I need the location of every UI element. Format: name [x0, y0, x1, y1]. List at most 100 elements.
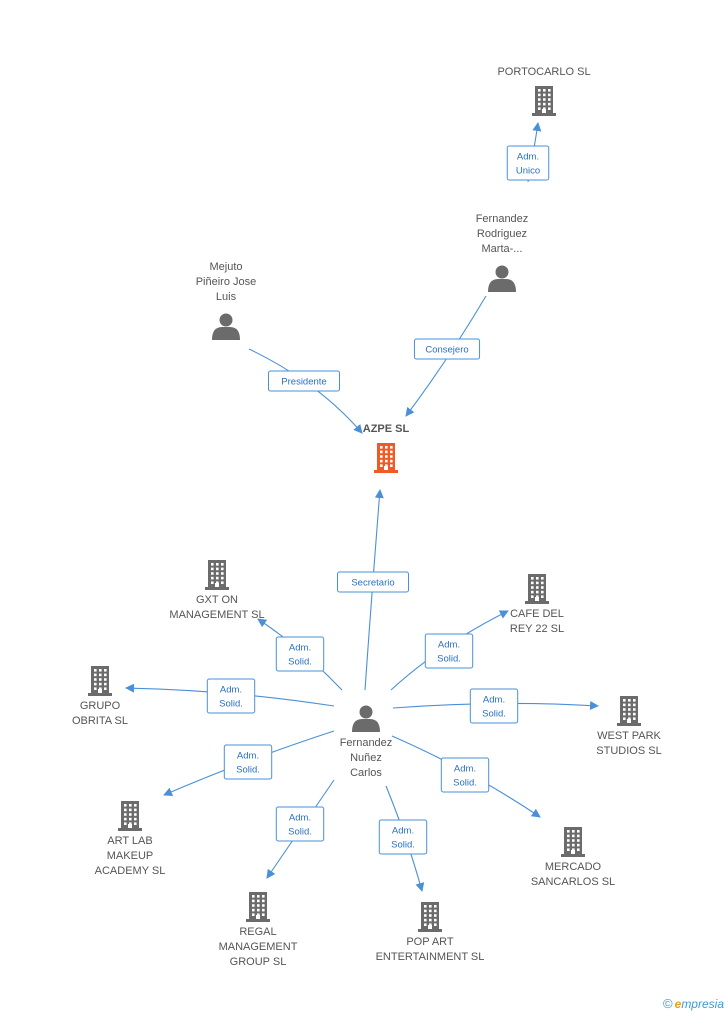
edge-label-box: [506, 145, 550, 181]
node-regal[interactable]: REGAL MANAGEMENT GROUP SL: [219, 892, 298, 968]
node-label[interactable]: SANCARLOS SL: [531, 876, 615, 888]
node-label[interactable]: CAFE DEL: [510, 608, 564, 620]
logo-text: mpresia: [681, 996, 724, 1011]
node-label[interactable]: ENTERTAINMENT SL: [376, 951, 485, 963]
node-label[interactable]: PORTOCARLO SL: [497, 66, 590, 78]
edge-label-text: Solid.: [288, 827, 312, 838]
building-icon[interactable]: [525, 574, 549, 604]
node-label[interactable]: ART LAB: [107, 835, 152, 847]
edge-label-text: Adm.: [454, 764, 476, 775]
edge-role-label[interactable]: Adm. Solid.: [275, 636, 325, 672]
edge-role-label[interactable]: Secretario: [337, 571, 409, 593]
node-label[interactable]: GXT ON: [196, 594, 238, 606]
edge-label-text: Adm.: [289, 643, 311, 654]
node-label[interactable]: Piñeiro Jose: [196, 276, 257, 288]
edge-label-text: Consejero: [425, 345, 468, 356]
node-label[interactable]: Marta-...: [482, 243, 523, 255]
logo-letter: e: [674, 996, 682, 1011]
node-mercado[interactable]: MERCADO SANCARLOS SL: [531, 827, 615, 888]
node-label[interactable]: Fernandez: [340, 737, 393, 749]
node-label[interactable]: MERCADO: [545, 861, 602, 873]
building-icon[interactable]: [561, 827, 585, 857]
building-icon[interactable]: [118, 801, 142, 831]
node-label[interactable]: MANAGEMENT SL: [169, 609, 264, 621]
node-gxt[interactable]: GXT ON MANAGEMENT SL: [169, 560, 265, 621]
node-label[interactable]: Rodriguez: [477, 228, 527, 240]
edge-role-label[interactable]: Adm. Solid.: [378, 819, 428, 855]
edge-label-text: Solid.: [288, 657, 312, 668]
edge-label-box: [268, 370, 340, 392]
edge-role-label[interactable]: Adm. Solid.: [424, 633, 474, 669]
node-westpark[interactable]: WEST PARK STUDIOS SL: [596, 696, 662, 757]
node-label[interactable]: REY 22 SL: [510, 623, 564, 635]
edge-label-box: [223, 744, 273, 780]
edge-label-text: Adm.: [438, 640, 460, 651]
edge-label-text: Solid.: [453, 778, 477, 789]
edge-label-box: [413, 338, 481, 360]
node-label[interactable]: REGAL: [239, 926, 276, 938]
edge-label-text: Adm.: [237, 751, 259, 762]
node-grupo[interactable]: GRUPO OBRITA SL: [72, 666, 128, 727]
building-icon[interactable]: [88, 666, 112, 696]
node-cafe[interactable]: CAFE DEL REY 22 SL: [510, 574, 564, 635]
edge-role-label[interactable]: Adm. Solid.: [440, 757, 490, 793]
node-label[interactable]: WEST PARK: [597, 730, 661, 742]
building-icon[interactable]: [617, 696, 641, 726]
building-icon[interactable]: [205, 560, 229, 590]
node-portocarlo[interactable]: PORTOCARLO SL: [497, 66, 591, 116]
edge-role-label[interactable]: Adm.Solid.: [223, 744, 273, 780]
node-label[interactable]: MAKEUP: [107, 850, 153, 862]
empresia-watermark: © empresia: [663, 996, 724, 1011]
edge-label-box: [378, 819, 428, 855]
copyright-symbol: ©: [663, 996, 673, 1011]
building-icon[interactable]: [418, 902, 442, 932]
node-fernandez-rodriguez[interactable]: FernandezRodriguezMarta-...: [476, 213, 529, 292]
node-label[interactable]: GROUP SL: [230, 956, 287, 968]
node-label[interactable]: ACADEMY SL: [95, 865, 166, 877]
edge-label-box: [469, 688, 519, 724]
edge-role-label[interactable]: Presidente: [268, 370, 340, 392]
edge-label-text: Solid.: [391, 840, 415, 851]
node-label[interactable]: GRUPO: [80, 700, 121, 712]
node-label[interactable]: Nuñez: [350, 752, 382, 764]
node-label[interactable]: AZPE SL: [363, 423, 410, 435]
edge-label-box: [337, 571, 409, 593]
edge-role-label[interactable]: Consejero: [413, 338, 481, 360]
person-icon[interactable]: [488, 265, 516, 293]
node-label[interactable]: Luis: [216, 291, 237, 303]
node-label[interactable]: Mejuto: [209, 261, 242, 273]
node-label[interactable]: Carlos: [350, 767, 382, 779]
edge-label-text: Adm.: [392, 826, 414, 837]
edge-label-text: Solid.: [482, 709, 506, 720]
edge-label-text: Adm.: [483, 695, 505, 706]
person-icon[interactable]: [352, 705, 380, 733]
node-popart[interactable]: POP ART ENTERTAINMENT SL: [376, 902, 485, 963]
person-icon[interactable]: [212, 313, 240, 341]
building-icon[interactable]: [246, 892, 270, 922]
node-label[interactable]: MANAGEMENT: [219, 941, 298, 953]
edge-label-text: Solid.: [219, 699, 243, 710]
edge-role-label[interactable]: Adm.Unico: [506, 145, 550, 181]
edge-role-label[interactable]: Adm. Solid.: [469, 688, 519, 724]
edge-labels-layer: Adm.UnicoConsejeroPresidenteSecretarioAd…: [206, 145, 550, 855]
node-label[interactable]: POP ART: [406, 936, 454, 948]
edge-label-box: [275, 636, 325, 672]
edge-role-label[interactable]: Adm. Solid.: [275, 806, 325, 842]
building-icon[interactable]: [374, 443, 398, 473]
building-icon[interactable]: [532, 86, 556, 116]
edge-label-text: Solid.: [437, 654, 461, 665]
edge-label-box: [206, 678, 256, 714]
node-artlab[interactable]: ART LAB MAKEUP ACADEMY SL: [95, 801, 166, 877]
edge-role-label[interactable]: Adm.Solid.: [206, 678, 256, 714]
edge-label-text: Adm.: [289, 813, 311, 824]
node-azpe[interactable]: AZPE SL: [363, 423, 410, 473]
node-label[interactable]: STUDIOS SL: [596, 745, 661, 757]
node-label[interactable]: Fernandez: [476, 213, 529, 225]
edge-label-text: Secretario: [351, 578, 394, 589]
edge-label-box: [275, 806, 325, 842]
node-label[interactable]: OBRITA SL: [72, 715, 128, 727]
empresia-logo: empresia: [675, 997, 724, 1011]
